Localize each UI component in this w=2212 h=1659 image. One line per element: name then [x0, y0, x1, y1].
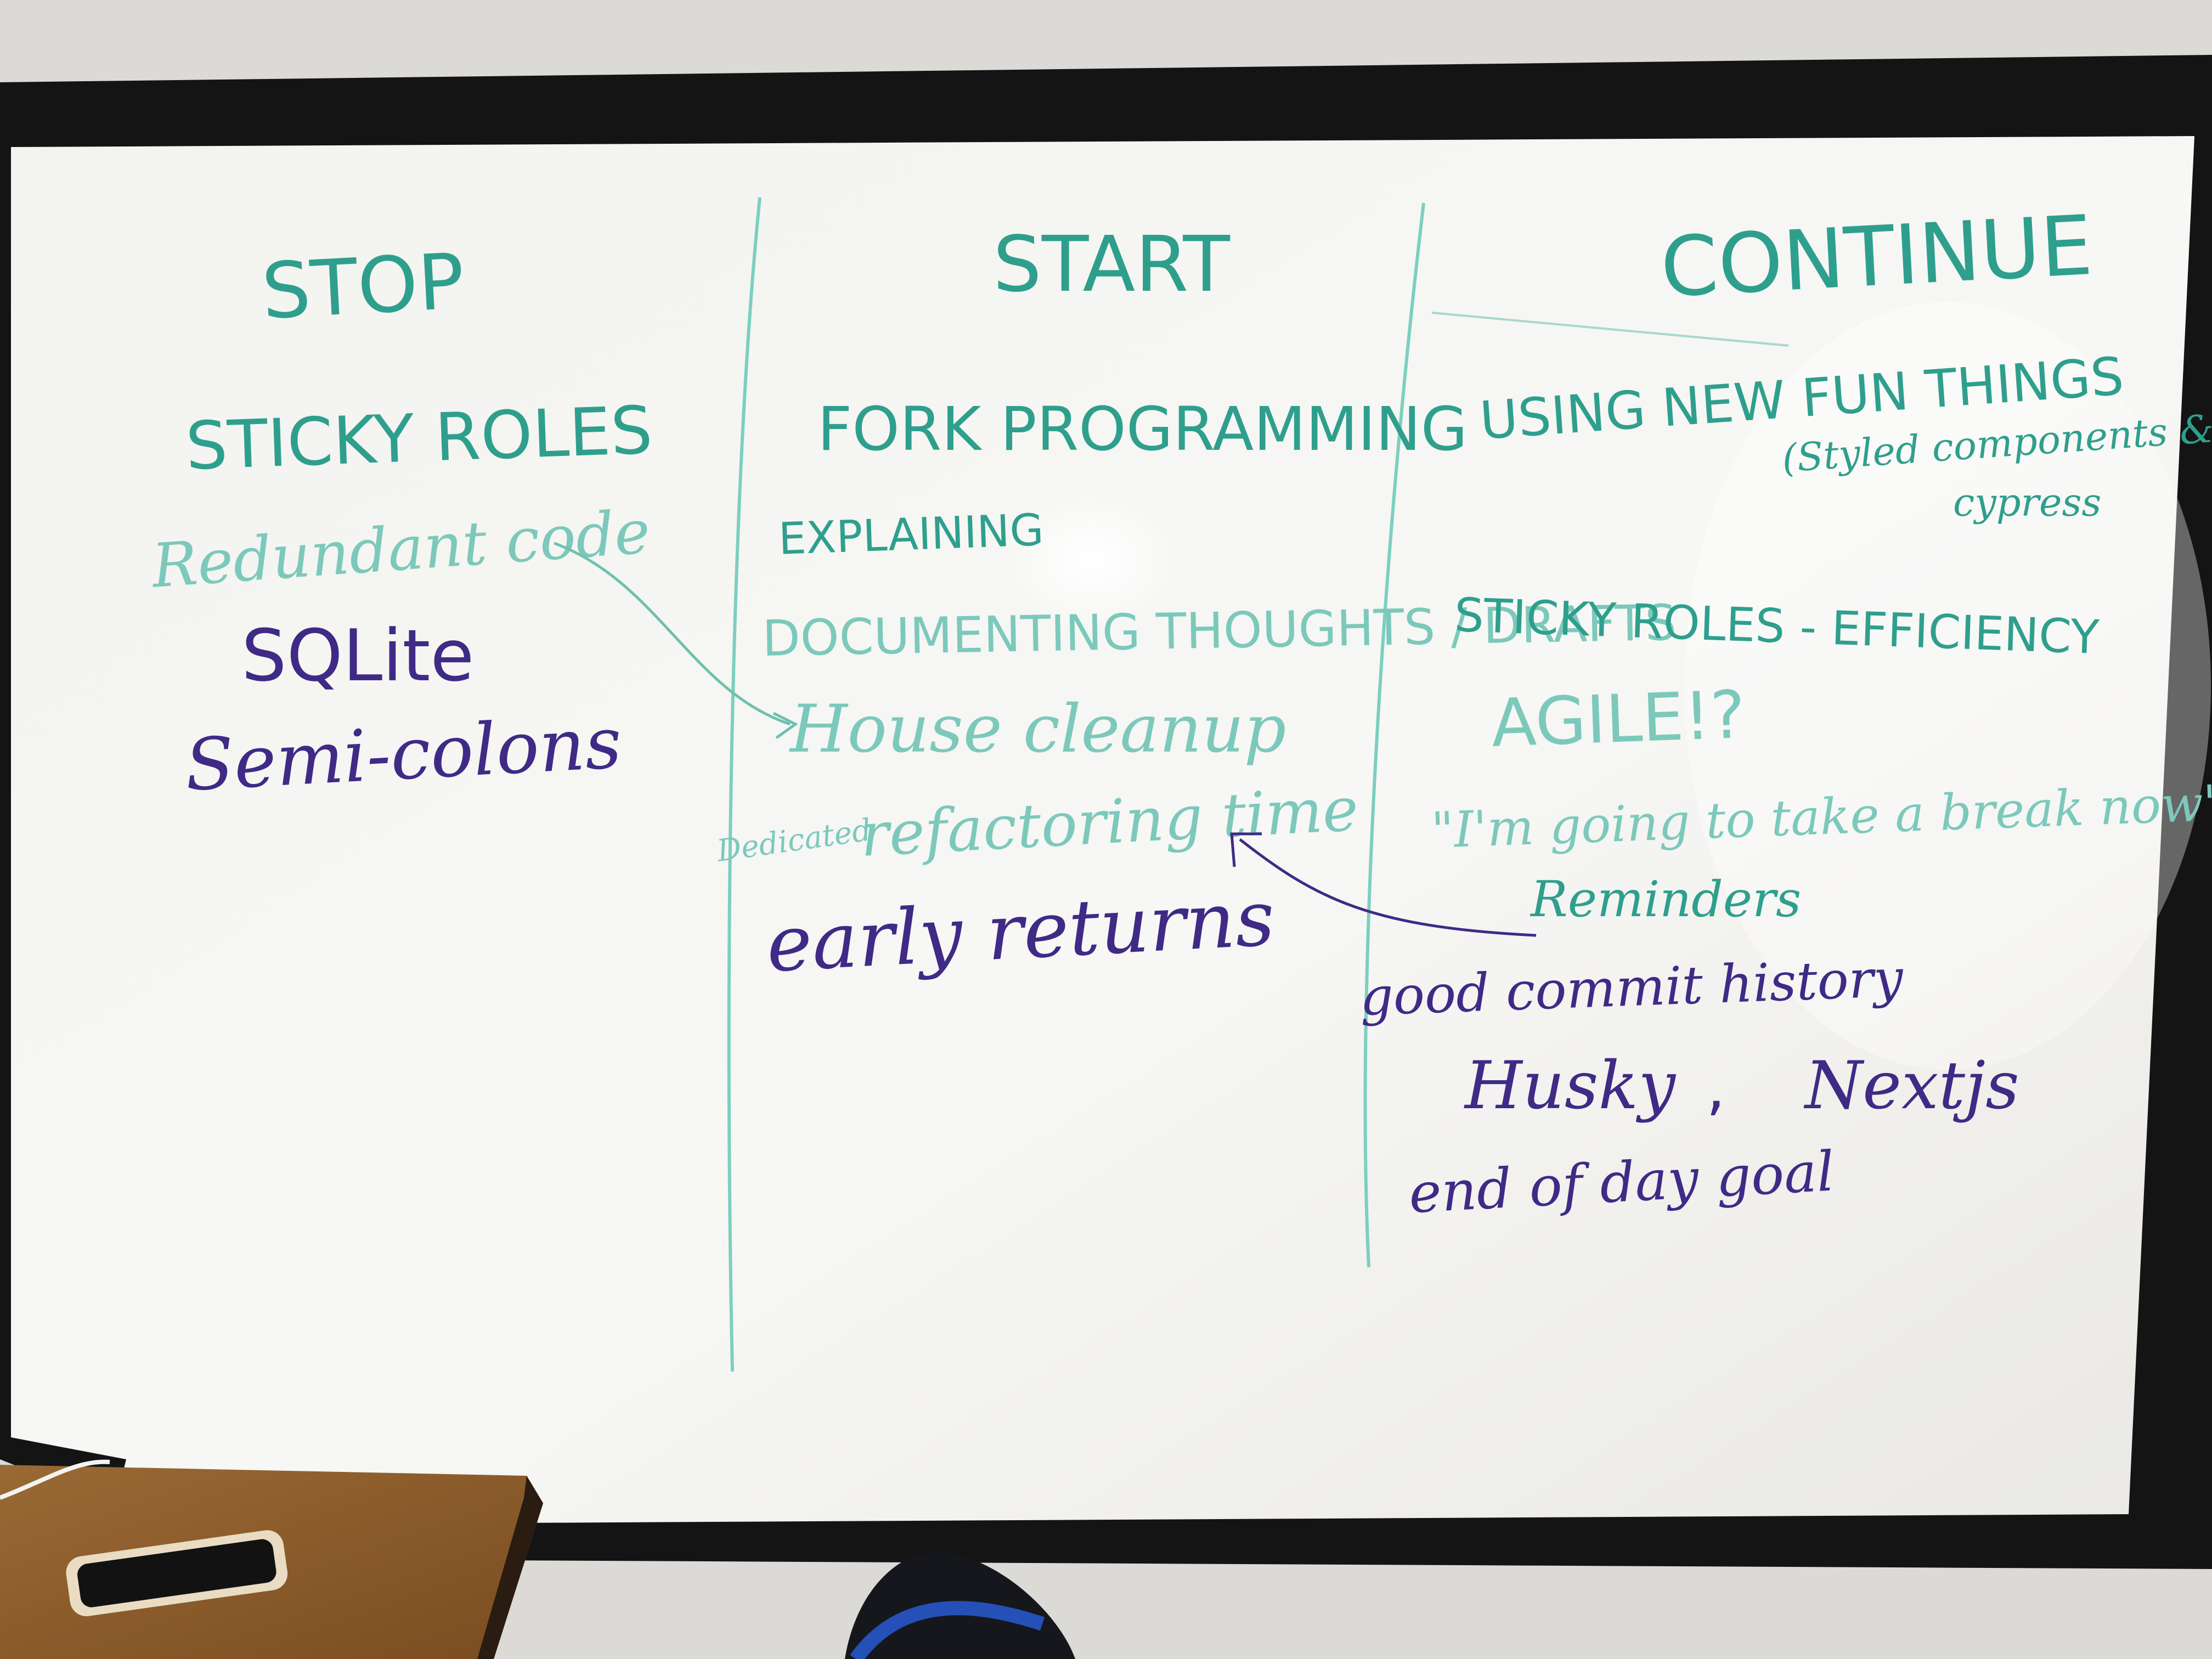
continue-item: cypress — [1953, 480, 2101, 525]
continue-item: AGILE!? — [1490, 677, 1746, 762]
start-item: House cleanup — [789, 691, 1286, 768]
arrow-redundant-to-cleanup — [554, 541, 791, 726]
table-edge — [477, 1476, 543, 1659]
arrow-head — [772, 712, 798, 740]
stop-item: STICKY ROLES — [184, 392, 654, 485]
underline-continue — [1431, 312, 1789, 347]
heading-continue: CONTINUE — [1658, 198, 2095, 316]
continue-item: Nextjs — [1803, 1048, 2019, 1124]
cable-icon — [0, 1459, 110, 1500]
continue-item: Husky — [1464, 1048, 1677, 1124]
heading-stop: STOP — [259, 237, 466, 337]
stop-item: SQLite — [241, 614, 474, 697]
arrow-reminders-to-refactoring — [1239, 838, 1537, 937]
whiteboard-surface — [11, 136, 2194, 1525]
light-glare — [998, 488, 1185, 631]
start-item: FORK PROGRAMMING — [817, 394, 1468, 464]
phone-icon — [66, 1530, 288, 1617]
backpack-icon — [845, 1552, 1075, 1659]
light-glare-wide — [1684, 302, 2211, 1070]
arrow-head — [1230, 832, 1262, 867]
column-divider-1 — [727, 197, 761, 1372]
heading-start: START — [993, 220, 1230, 309]
start-item: EXPLAINING — [777, 504, 1045, 565]
continue-item: , — [1706, 1052, 1725, 1122]
column-divider-2 — [1363, 202, 1425, 1268]
continue-item: Reminders — [1530, 871, 1801, 928]
